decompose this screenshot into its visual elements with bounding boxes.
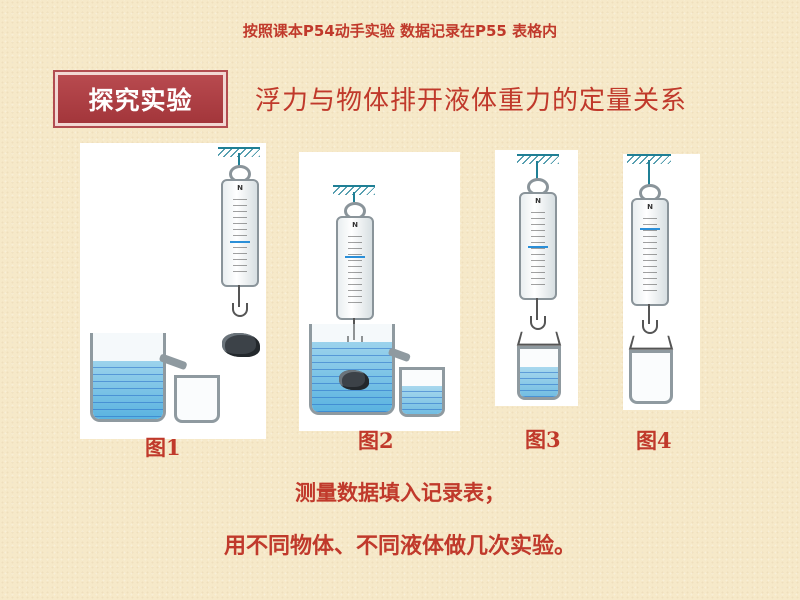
cup-water (402, 386, 442, 414)
spring-balance: N (221, 179, 259, 287)
hook (642, 320, 658, 334)
figure-2-label: 图2 (358, 428, 394, 453)
scale-pointer (640, 228, 660, 230)
experiment-badge: 探究实验 (55, 72, 226, 126)
cup-cradle (516, 331, 562, 346)
water-cup (517, 346, 561, 400)
stone-object (222, 333, 260, 357)
hanging-wire (238, 153, 240, 167)
figure-2-panel: N (299, 152, 460, 431)
scale-ticks (531, 212, 545, 286)
hanging-wire (648, 160, 650, 186)
hanging-wire (353, 192, 355, 202)
figure-3-panel: N (495, 150, 578, 406)
page-title: 浮力与物体排开液体重力的定量关系 (255, 86, 688, 116)
cup-water (520, 367, 558, 397)
scale-unit-letter: N (647, 203, 653, 211)
overflow-beaker (90, 333, 166, 422)
spring-balance: N (336, 216, 374, 320)
hook-rod (238, 285, 240, 307)
ceiling-mount (627, 154, 671, 164)
hook (530, 316, 546, 330)
overflow-beaker (309, 324, 395, 415)
ceiling-mount (517, 154, 559, 164)
figure-4-label: 图4 (636, 428, 672, 453)
hook-rod (536, 298, 538, 320)
scale-pointer (528, 246, 548, 248)
figure-4-panel: N (623, 154, 700, 410)
scale-ticks (233, 199, 247, 273)
instruction-line-2: 用不同物体、不同液体做几次实验。 (223, 534, 576, 559)
empty-cup (629, 350, 673, 404)
instruction-line-1: 测量数据填入记录表； (295, 481, 505, 505)
scale-unit-letter: N (535, 197, 541, 205)
spring-balance: N (519, 192, 557, 300)
figure-1-panel: N (80, 143, 266, 439)
scale-ticks (643, 218, 657, 292)
scale-unit-letter: N (237, 184, 243, 192)
scale-pointer (345, 256, 365, 258)
top-note: 按照课本P54动手实验 数据记录在P55 表格内 (242, 22, 558, 40)
water-level (93, 361, 163, 419)
hook-rod (648, 304, 650, 324)
ceiling-mount (333, 185, 375, 195)
scale-unit-letter: N (352, 221, 358, 229)
spring-balance: N (631, 198, 669, 306)
catch-cup (399, 367, 445, 417)
cup-cradle (628, 335, 674, 350)
scale-ticks (348, 236, 362, 306)
figure-3-label: 图3 (525, 427, 561, 452)
ceiling-mount (218, 147, 260, 157)
hook-rod (353, 318, 355, 340)
figure-1-label: 图1 (145, 435, 181, 460)
catch-cup (174, 375, 220, 423)
submerged-stone (339, 370, 369, 390)
hook (232, 303, 248, 317)
hanging-wire (536, 161, 538, 179)
scale-pointer (230, 241, 250, 243)
